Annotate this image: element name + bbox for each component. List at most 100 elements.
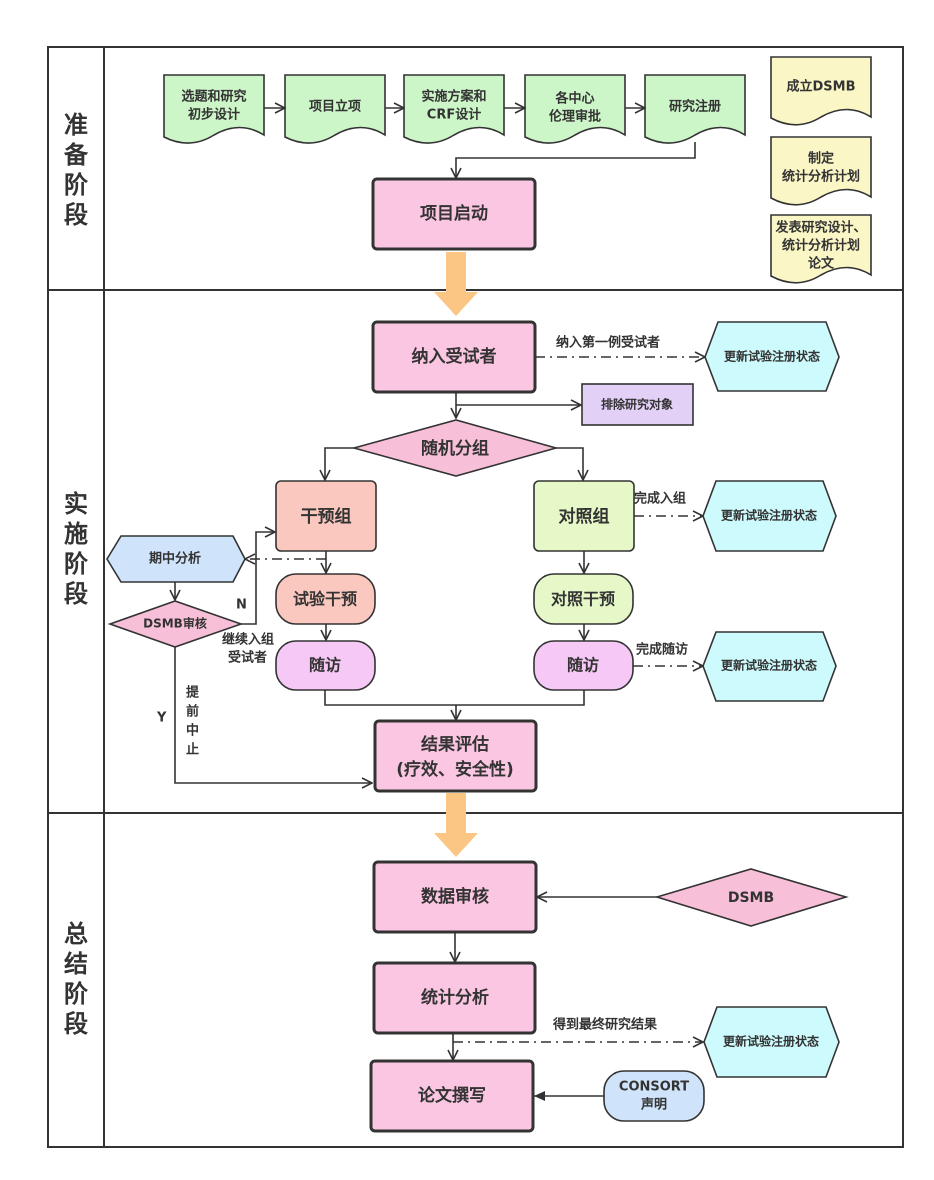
- arrow-connector: [174, 647, 372, 783]
- lane-label-char: 段: [64, 580, 88, 608]
- node-label: 更新试验注册状态: [724, 349, 820, 364]
- process-followup-intervention[interactable]: 随访: [275, 640, 376, 691]
- node-label: 更新试验注册状态: [721, 508, 817, 523]
- node-label: 干预组: [301, 506, 352, 527]
- process-paper-writing[interactable]: 论文撰写: [369, 1059, 535, 1133]
- node-label: 成立DSMB: [787, 79, 856, 95]
- lane-label-char: 施: [64, 520, 88, 548]
- hexagon-interim-analysis[interactable]: 期中分析: [106, 535, 246, 583]
- doc-topic-selection[interactable]: 选题和研究 初步设计: [163, 74, 265, 144]
- node-label: 数据审核: [421, 886, 489, 907]
- phase-arrow-down: [434, 793, 478, 857]
- lane-label-char: 阶: [64, 171, 88, 199]
- hexagon-update-status-2[interactable]: 更新试验注册状态: [702, 480, 837, 552]
- doc-protocol-crf[interactable]: 实施方案和 CRF设计: [403, 74, 505, 144]
- process-enroll-subjects[interactable]: 纳入受试者: [371, 320, 537, 394]
- process-data-review[interactable]: 数据审核: [372, 860, 538, 934]
- node-label: 研究注册: [669, 99, 721, 115]
- edge-label: 中: [186, 723, 199, 739]
- node-label: 期中分析: [149, 551, 201, 567]
- arrow-connector: [325, 447, 354, 480]
- lane-label-char: 段: [64, 1010, 88, 1038]
- outer-border: [47, 46, 904, 1148]
- node-label: 选题和研究: [181, 89, 246, 105]
- arrow-connector: [241, 532, 275, 625]
- process-outcome-evaluation[interactable]: 结果评估 (疗效、安全性): [373, 719, 538, 793]
- doc-trial-registration[interactable]: 研究注册: [644, 74, 746, 144]
- edge-label: 纳入第一例受试者: [556, 335, 660, 351]
- lane-label-char: 阶: [64, 980, 88, 1008]
- process-statistical-analysis[interactable]: 统计分析: [372, 961, 537, 1035]
- process-followup-control[interactable]: 随访: [533, 640, 634, 691]
- node-label: 初步设计: [188, 107, 240, 123]
- node-label: 项目立项: [309, 99, 361, 115]
- lane-label-char: 备: [63, 141, 89, 169]
- edge-label: 止: [186, 742, 199, 758]
- node-label: 统计分析: [421, 987, 489, 1008]
- doc-stat-plan[interactable]: 制定 统计分析计划: [770, 136, 872, 206]
- edge-label: 提: [186, 685, 200, 701]
- process-project-kickoff[interactable]: 项目启动: [371, 177, 537, 251]
- node-label: 随机分组: [421, 438, 489, 459]
- merge-connector: [324, 690, 585, 706]
- hexagon-update-status-1[interactable]: 更新试验注册状态: [704, 321, 840, 392]
- doc-project-approval[interactable]: 项目立项: [284, 74, 386, 144]
- node-label: 随访: [309, 656, 341, 675]
- node-label: 更新试验注册状态: [721, 658, 817, 673]
- node-label: 发表研究设计、: [774, 220, 866, 236]
- doc-ethics-approval[interactable]: 各中心 伦理审批: [524, 74, 626, 144]
- node-label: 对照组: [559, 506, 610, 527]
- process-control-intervention[interactable]: 对照干预: [533, 573, 634, 625]
- node-label: 随访: [567, 656, 599, 675]
- doc-establish-dsmb[interactable]: 成立DSMB: [770, 56, 872, 126]
- node-label: (疗效、安全性): [396, 759, 514, 780]
- node-label: 实施方案和: [421, 89, 486, 105]
- process-control-group[interactable]: 对照组: [533, 480, 635, 552]
- lane-label-char: 实: [64, 490, 88, 518]
- node-label: 论文撰写: [418, 1085, 486, 1106]
- node-label: CONSORT: [619, 1080, 689, 1095]
- node-label: 伦理审批: [549, 109, 601, 125]
- node-label: 各中心: [554, 91, 594, 107]
- node-label: 统计分析计划: [782, 238, 860, 254]
- lane-label-char: 结: [64, 950, 88, 978]
- node-label: 结果评估: [421, 734, 489, 755]
- node-label: DSMB审核: [143, 616, 207, 631]
- lane-label-char: 总: [64, 920, 88, 948]
- lane-label-prep: 准 备 阶 段: [63, 111, 89, 229]
- hexagon-update-status-4[interactable]: 更新试验注册状态: [703, 1006, 840, 1078]
- hexagon-update-status-3[interactable]: 更新试验注册状态: [702, 631, 837, 702]
- edge-label: 完成随访: [636, 642, 688, 658]
- node-label: 论文: [808, 256, 835, 272]
- node-label: CRF设计: [427, 107, 481, 123]
- node-label: 排除研究对象: [601, 397, 673, 412]
- node-label: 制定: [808, 151, 834, 167]
- decision-dsmb[interactable]: DSMB: [654, 868, 849, 927]
- node-label: DSMB: [728, 890, 774, 906]
- lane-label-summary: 总 结 阶 段: [64, 920, 88, 1038]
- lane-label-char: 段: [64, 201, 88, 229]
- process-intervention-group[interactable]: 干预组: [275, 480, 377, 552]
- doc-publish-design[interactable]: 发表研究设计、 统计分析计划 论文: [770, 214, 872, 284]
- process-trial-intervention[interactable]: 试验干预: [275, 573, 376, 625]
- edge-label: 继续入组: [222, 632, 274, 648]
- edge-label: 前: [186, 704, 199, 720]
- node-label: 声明: [640, 1097, 667, 1113]
- arrow-connector: [556, 447, 583, 480]
- node-label: 纳入受试者: [412, 346, 497, 367]
- arrow-connector: [456, 142, 696, 178]
- lane-label-char: 阶: [64, 550, 88, 578]
- node-label: 统计分析计划: [782, 169, 860, 185]
- edge-label: 受试者: [228, 650, 267, 666]
- decision-randomize[interactable]: 随机分组: [350, 419, 559, 477]
- node-label: 项目启动: [420, 203, 488, 224]
- phase-arrow-down: [434, 252, 478, 316]
- process-exclude-subjects[interactable]: 排除研究对象: [581, 383, 694, 426]
- terminator-consort-statement[interactable]: CONSORT 声明: [603, 1070, 705, 1122]
- edge-label: 得到最终研究结果: [552, 1017, 657, 1033]
- node-label: 更新试验注册状态: [723, 1034, 819, 1049]
- edge-label-y: Y: [156, 711, 167, 726]
- node-label: 试验干预: [293, 590, 357, 609]
- edge-label: 完成入组: [634, 491, 686, 507]
